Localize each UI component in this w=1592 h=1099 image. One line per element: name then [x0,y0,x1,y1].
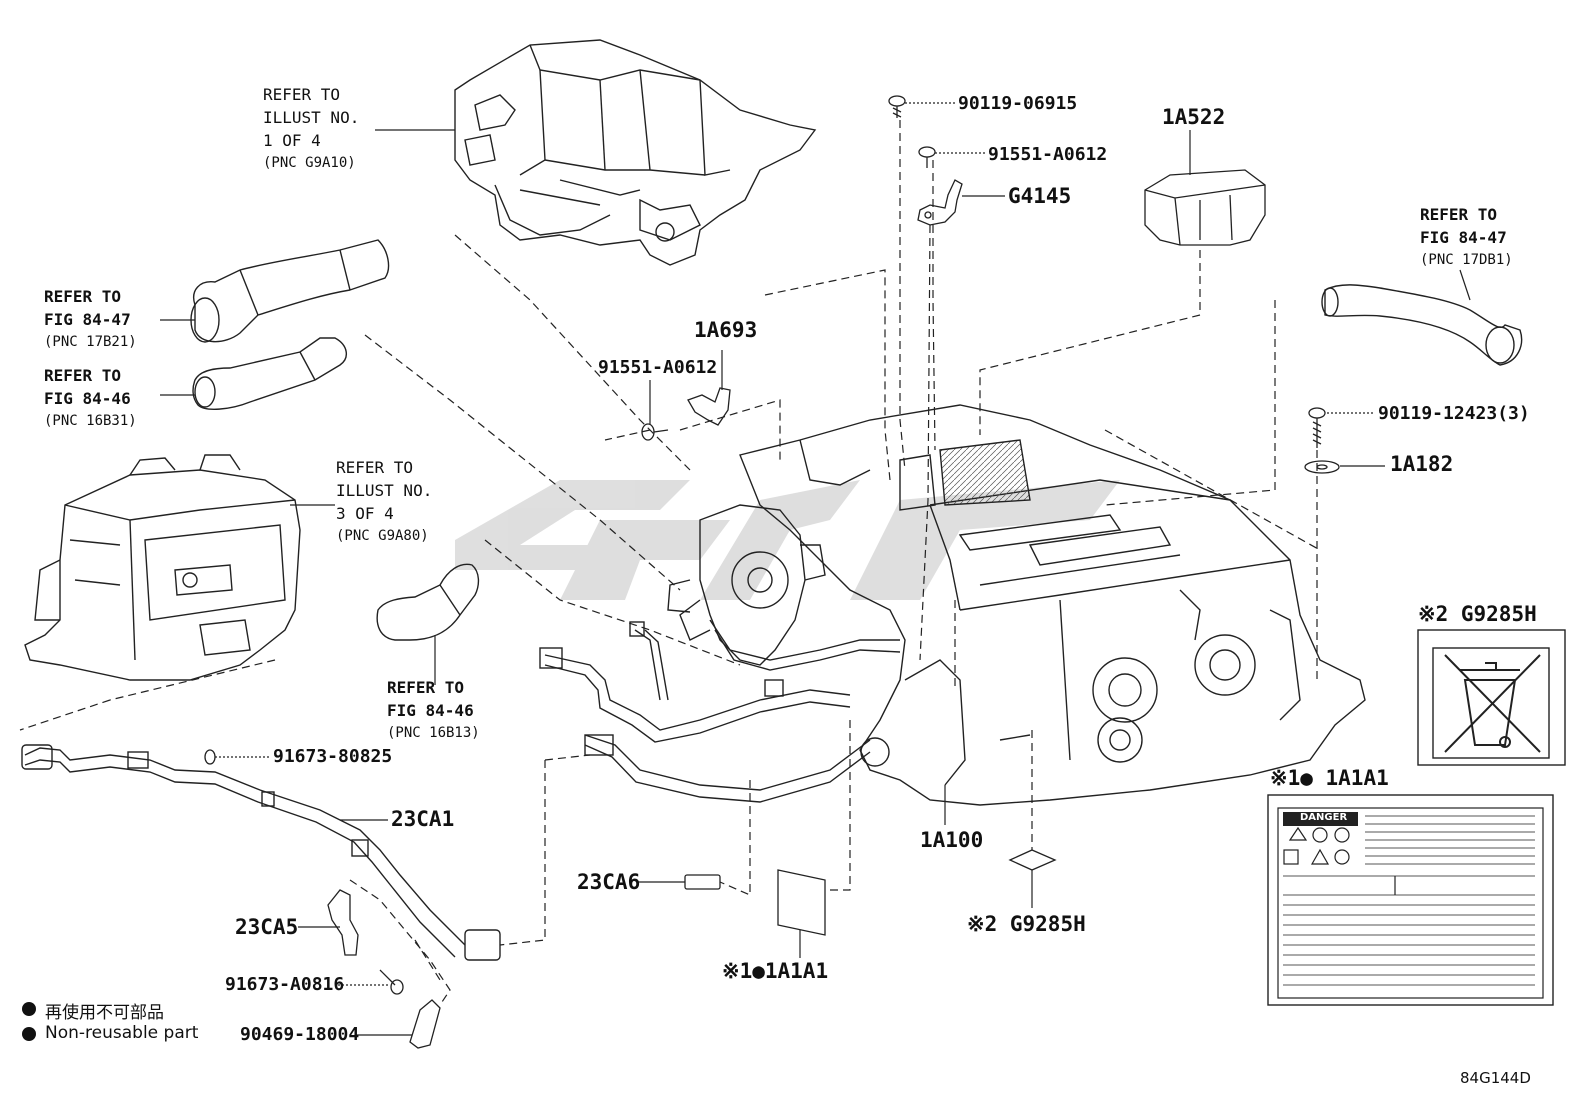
warning-label-title: DANGER [1300,812,1348,823]
clamp-90469-18004 [409,999,441,1049]
cable-23ca1 [21,744,501,961]
bolt-90119-06915 [888,95,906,118]
reference-fig-84-46-mid: REFER TO FIG 84-46 (PNC 16B13) [387,676,480,745]
bracket-g4145 [917,179,963,226]
hose-16b31 [192,337,347,410]
bolt-91673-80825 [204,749,216,765]
watermark-logo [455,480,1120,600]
hose-17b21 [190,239,390,343]
cover-1a522 [1144,169,1266,246]
label-g9285h-small [1008,849,1057,871]
bolt-91551-a0612-top [918,146,936,168]
legend-non-reusable-jp: 再使用不可部品 [45,1003,164,1023]
bracket-23ca5 [327,889,359,956]
ref-line: FIG 84-47 [44,310,131,329]
ref-pnc: (PNC 17DB1) [1420,252,1513,268]
legend-non-reusable-en: Non-reusable part [45,1023,199,1043]
bolt-91551-a0612-mid [641,423,669,441]
assembly-dashed-lines [19,120,1321,1006]
part-label-1a522: 1A522 [1162,105,1226,129]
figure-code: 84G144D [1460,1069,1531,1087]
hose-17db1 [1321,284,1523,366]
ref-pnc: (PNC G9A80) [336,528,429,544]
part-label-90119-06915: 90119-06915 [958,93,1078,114]
ref-line: ILLUST NO. [336,481,433,500]
part-label-1a100: 1A100 [920,828,984,852]
clip-23ca6 [684,874,721,890]
part-label-90119-12423: 90119-12423(3) [1378,403,1530,424]
ref-line: FIG 84-46 [387,701,474,720]
converter-assembly-left [24,454,301,681]
transaxle-assembly-1a100 [739,404,1366,806]
ref-pnc: (PNC 16B13) [387,725,480,741]
ref-pnc: (PNC 16B31) [44,413,137,429]
part-label-90469-18004: 90469-18004 [240,1024,360,1045]
ref-line: ILLUST NO. [263,108,360,127]
part-label-g4145: G4145 [1008,184,1072,208]
part-label-91673-a0816: 91673-A0816 [225,974,345,995]
ref-line: REFER TO [44,366,122,385]
reference-fig-84-47-right: REFER TO FIG 84-47 (PNC 17DB1) [1420,203,1513,272]
ref-line: REFER TO [44,287,122,306]
ref-pnc: (PNC G9A10) [263,155,356,171]
water-pump-assembly [667,504,826,666]
warning-label-box [1267,794,1554,1006]
part-label-91673-80825: 91673-80825 [273,746,393,767]
ref-line: FIG 84-46 [44,389,131,408]
ref-pnc: (PNC 17B21) [44,334,137,350]
legend-dot-en [22,1027,36,1041]
ref-line: FIG 84-47 [1420,228,1507,247]
part-label-g9285h-box: ※2 G9285H [1418,602,1537,626]
reference-illust-1: REFER TO ILLUST NO. 1 OF 4 (PNC G9A10) [263,83,359,175]
recycle-symbol-box [1417,629,1566,766]
inverter-assembly-top [454,39,817,266]
legend-dot-jp [22,1002,36,1016]
bracket-1a693 [687,387,731,426]
ref-line: REFER TO [263,85,341,104]
ref-line: 1 OF 4 [263,131,321,150]
part-label-1a1a1-box: ※1● 1A1A1 [1270,766,1389,790]
ref-line: REFER TO [336,458,414,477]
hose-16b13 [376,563,480,641]
ref-line: REFER TO [387,678,465,697]
part-label-23ca6: 23CA6 [577,870,641,894]
washer-1a182 [1304,460,1340,474]
cable-bundle [539,619,901,803]
part-label-g9285h-bottom: ※2 G9285H [967,912,1086,936]
part-label-23ca5: 23CA5 [235,915,299,939]
bolt-91673-a0816 [379,969,404,995]
reference-fig-84-46-left: REFER TO FIG 84-46 (PNC 16B31) [44,364,137,433]
leader-line [1459,269,1471,301]
part-label-1a693: 1A693 [694,318,758,342]
reference-illust-3: REFER TO ILLUST NO. 3 OF 4 (PNC G9A80) [336,456,432,548]
part-label-91551-a0612-mid: 91551-A0612 [598,357,718,378]
part-label-1a1a1-bottom: ※1●1A1A1 [722,959,829,983]
label-plate-1a1a1 [777,869,826,936]
part-label-1a182: 1A182 [1390,452,1454,476]
part-label-91551-a0612-top: 91551-A0612 [988,144,1108,165]
ref-line: 3 OF 4 [336,504,394,523]
part-label-23ca1: 23CA1 [391,807,455,831]
bolt-90119-12423 [1308,407,1326,448]
reference-fig-84-47-left: REFER TO FIG 84-47 (PNC 17B21) [44,285,137,354]
ref-line: REFER TO [1420,205,1498,224]
